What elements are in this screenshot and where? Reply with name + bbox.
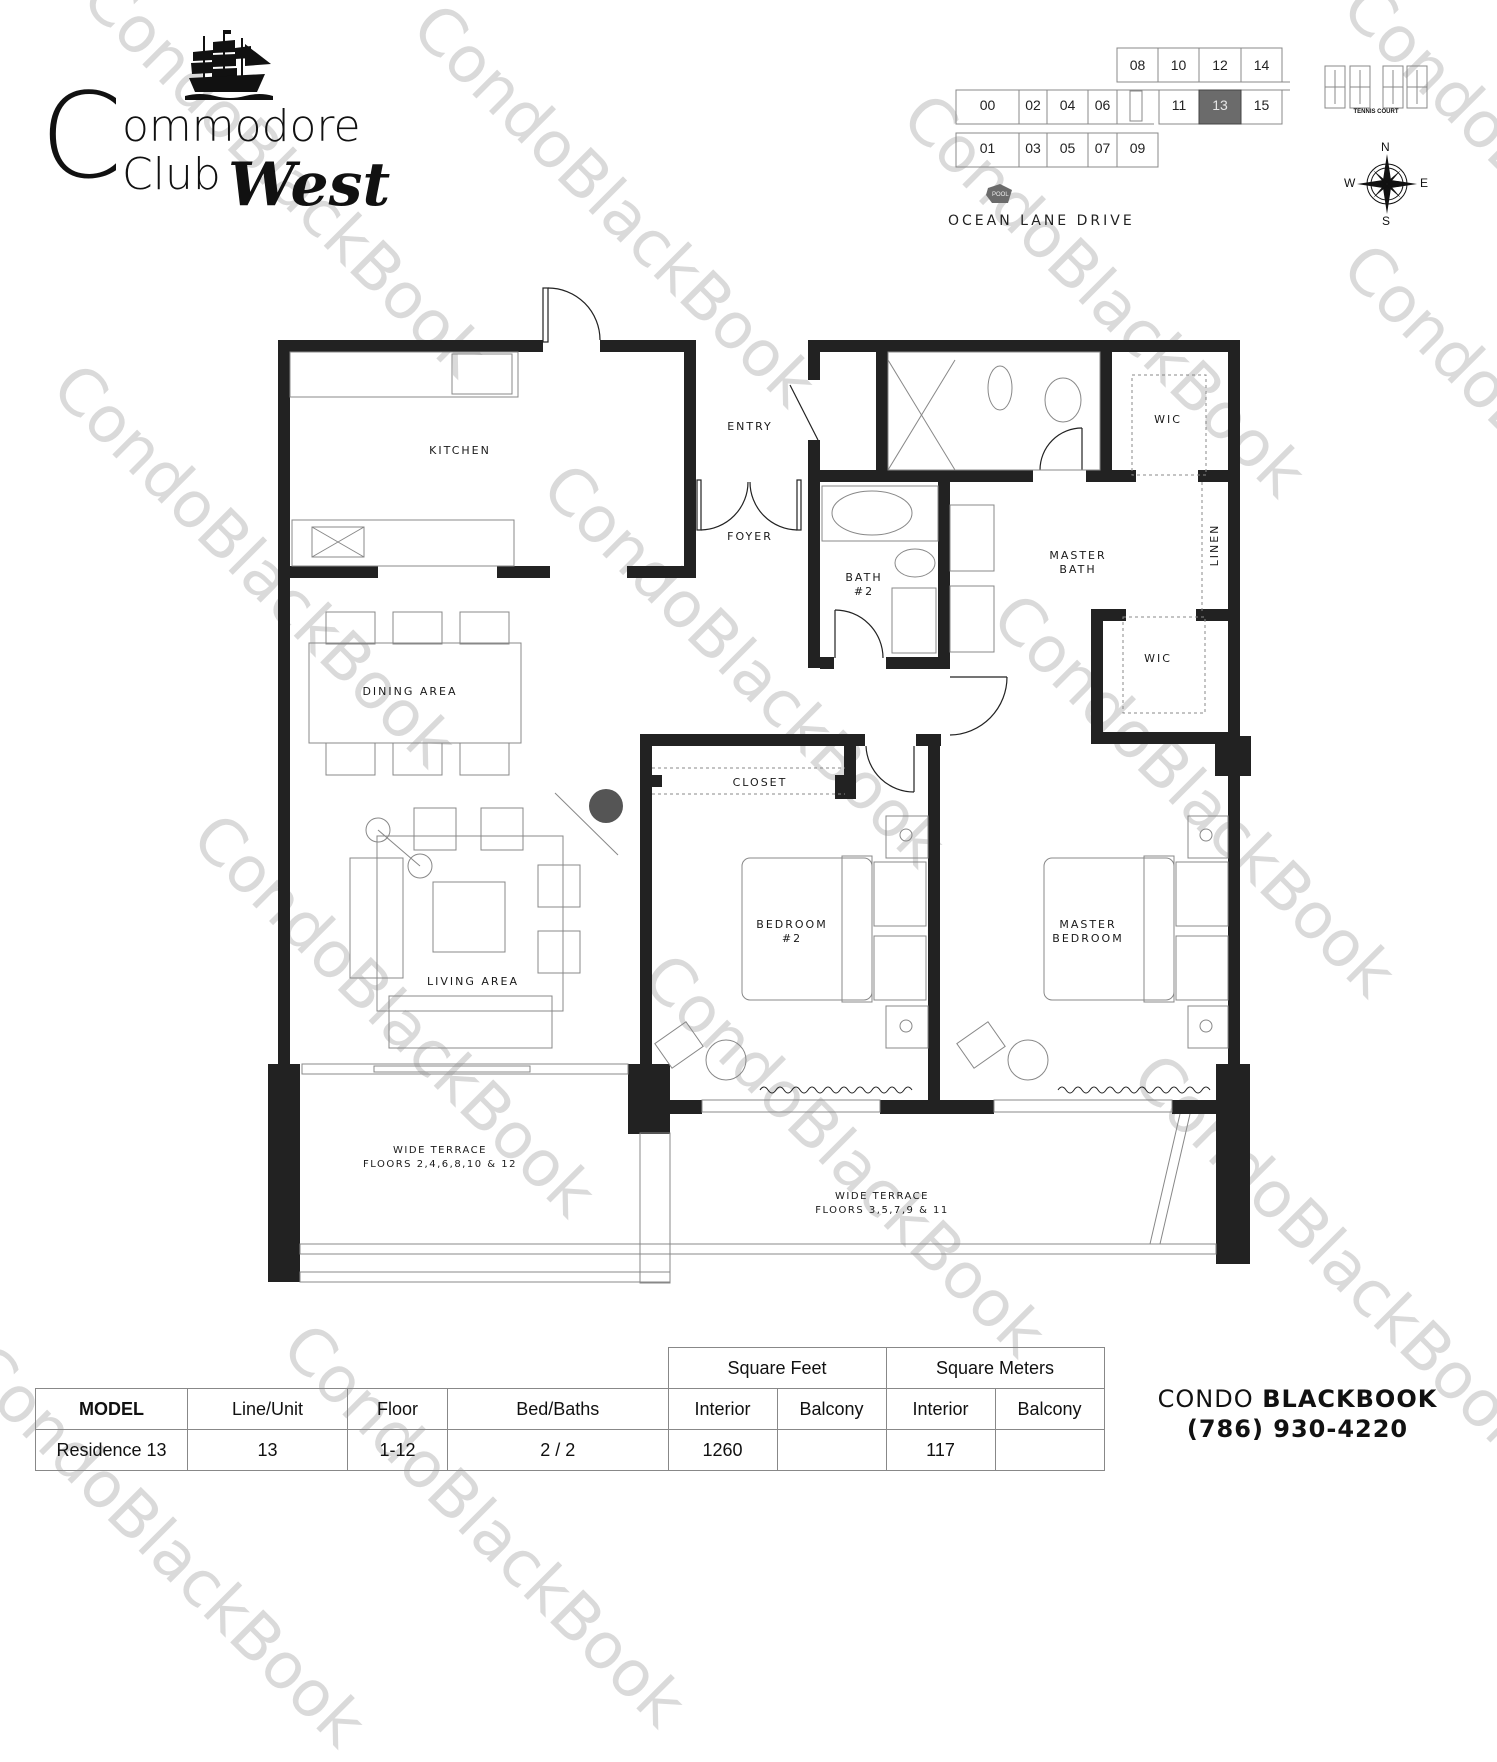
- cell-sqft-interior: 1260: [667, 1429, 778, 1471]
- room-label-linen: LINEN: [1208, 523, 1221, 567]
- compass-e: E: [1420, 176, 1429, 190]
- logo-letter-c: C: [40, 67, 123, 205]
- keyplan-unit: 00: [979, 97, 996, 113]
- terrace-left-line1: WIDE TERRACE: [393, 1145, 487, 1156]
- room-label-master-bedroom-line2: BEDROOM: [1052, 932, 1124, 945]
- header-floor: Floor: [347, 1388, 448, 1430]
- keyplan-unit: 15: [1253, 97, 1270, 113]
- room-label-kitchen: KITCHEN: [429, 444, 491, 457]
- room-label-wic-bottom: WIC: [1144, 652, 1172, 665]
- room-label-wic-top: WIC: [1154, 413, 1182, 426]
- room-label-bedroom2-line2: #2: [781, 932, 803, 945]
- room-label-terrace-right: WIDE TERRACE FLOORS 3,5,7,9 & 11: [772, 1190, 992, 1218]
- cell-sqm-balcony: [994, 1429, 1105, 1471]
- terrace-right-line2: FLOORS 3,5,7,9 & 11: [815, 1205, 949, 1216]
- room-label-master-bath: MASTER BATH: [1028, 549, 1128, 577]
- key-plan-outline: [955, 47, 1428, 214]
- group-header-sqft: Square Feet: [667, 1347, 887, 1389]
- street-label: OCEAN LANE DRIVE: [948, 213, 1135, 229]
- header-sqft-balcony: Balcony: [776, 1388, 887, 1430]
- compass-s: S: [1382, 214, 1391, 228]
- table-row: Residence 13 13 1-12 2 / 2 1260 117: [35, 1429, 1105, 1471]
- key-plan: 08 10 12 14 00 02 04 06 11 13 15 01 03 0…: [940, 40, 1480, 240]
- logo: C ommodore Club West: [40, 25, 400, 225]
- floor-plan: [268, 287, 1251, 1284]
- cell-model: Residence 13: [35, 1429, 188, 1471]
- header-sqm-balcony: Balcony: [994, 1388, 1105, 1430]
- compass-n: N: [1381, 140, 1390, 154]
- terrace-left-line2: FLOORS 2,4,6,8,10 & 12: [363, 1159, 517, 1170]
- room-label-foyer: FOYER: [727, 530, 773, 543]
- pool-label: POOL: [992, 192, 1009, 198]
- header-sqm-interior: Interior: [885, 1388, 996, 1430]
- keyplan-unit: 14: [1253, 57, 1270, 73]
- keyplan-unit: 04: [1059, 97, 1076, 113]
- cell-floor: 1-12: [347, 1429, 448, 1471]
- cell-line-unit: 13: [187, 1429, 348, 1471]
- keyplan-unit: 01: [979, 140, 996, 156]
- brand-phone[interactable]: (786) 930-4220: [1186, 1415, 1409, 1443]
- logo-word-club: Club: [122, 149, 221, 200]
- header-model: MODEL: [35, 1388, 188, 1430]
- cell-sqm-interior: 117: [885, 1429, 996, 1471]
- brand-name-bold: BLACKBOOK: [1262, 1385, 1438, 1413]
- keyplan-unit: 05: [1059, 140, 1076, 156]
- keyplan-unit: 02: [1025, 97, 1041, 113]
- logo-word-commodore: ommodore: [122, 101, 361, 152]
- keyplan-unit: 07: [1094, 140, 1111, 156]
- room-label-master-bedroom-line1: MASTER: [1059, 918, 1117, 931]
- compass-w: W: [1344, 176, 1356, 190]
- keyplan-unit: 06: [1094, 97, 1111, 113]
- header-line-unit: Line/Unit: [187, 1388, 348, 1430]
- room-label-bath2-line1: BATH: [845, 571, 883, 584]
- room-label-bath2-line2: #2: [853, 585, 875, 598]
- brand-block: CONDO BLACKBOOK (786) 930-4220: [1125, 1384, 1470, 1444]
- decor-dark-circle: [589, 789, 623, 823]
- brand-name-light: CONDO: [1157, 1385, 1254, 1413]
- group-header-sqm: Square Meters: [885, 1347, 1105, 1389]
- keyplan-unit: 12: [1212, 57, 1228, 73]
- cell-bed-baths: 2 / 2: [447, 1429, 669, 1471]
- keyplan-unit: 08: [1129, 57, 1146, 73]
- room-label-master-bath-line1: MASTER: [1049, 549, 1107, 562]
- room-label-closet: CLOSET: [732, 776, 788, 789]
- ship-icon: [185, 30, 273, 100]
- keyplan-unit: 10: [1170, 57, 1187, 73]
- tennis-court-label: TENNIS COURT: [1353, 109, 1399, 115]
- room-label-bedroom2: BEDROOM #2: [742, 918, 842, 946]
- room-label-master-bedroom: MASTER BEDROOM: [1038, 918, 1138, 946]
- room-label-master-bath-line2: BATH: [1059, 563, 1097, 576]
- logo-word-west: West: [228, 150, 391, 220]
- keyplan-unit: 03: [1025, 140, 1041, 156]
- room-label-bath2: BATH #2: [824, 571, 904, 599]
- keyplan-unit: 09: [1129, 140, 1146, 156]
- terrace-right-line1: WIDE TERRACE: [835, 1191, 929, 1202]
- room-label-bedroom2-line1: BEDROOM: [756, 918, 828, 931]
- header-bed-baths: Bed/Baths: [447, 1388, 669, 1430]
- header-sqft-interior: Interior: [667, 1388, 778, 1430]
- room-label-entry: ENTRY: [727, 420, 773, 433]
- room-label-dining: DINING AREA: [362, 685, 458, 698]
- keyplan-unit-highlighted: 13: [1212, 97, 1228, 113]
- cell-sqft-balcony: [776, 1429, 887, 1471]
- room-label-terrace-left: WIDE TERRACE FLOORS 2,4,6,8,10 & 12: [330, 1144, 550, 1172]
- room-label-living: LIVING AREA: [426, 975, 520, 988]
- brand-name: CONDO BLACKBOOK: [1125, 1384, 1470, 1414]
- spec-table: Square Feet Square Meters MODEL Line/Uni…: [35, 1347, 1105, 1471]
- keyplan-unit: 11: [1171, 97, 1187, 113]
